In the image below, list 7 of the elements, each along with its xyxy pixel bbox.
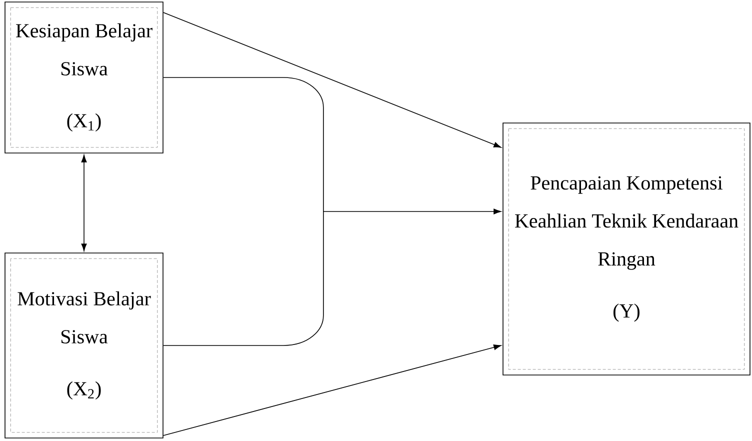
arrow bbox=[163, 344, 502, 436]
bracket-arrow bbox=[163, 77, 502, 346]
arrow bbox=[163, 12, 502, 148]
double-arrow bbox=[81, 154, 87, 252]
variable-box: Pencapaian Kompetensi Keahlian Teknik Kendaraan Ringan (Y) bbox=[502, 122, 750, 376]
variable-box: Motivasi Belajar Siswa (X$_{2}$) bbox=[4, 252, 164, 438]
variable-box: Kesiapan Belajar Siswa (X$_{1}$) bbox=[4, 2, 164, 154]
